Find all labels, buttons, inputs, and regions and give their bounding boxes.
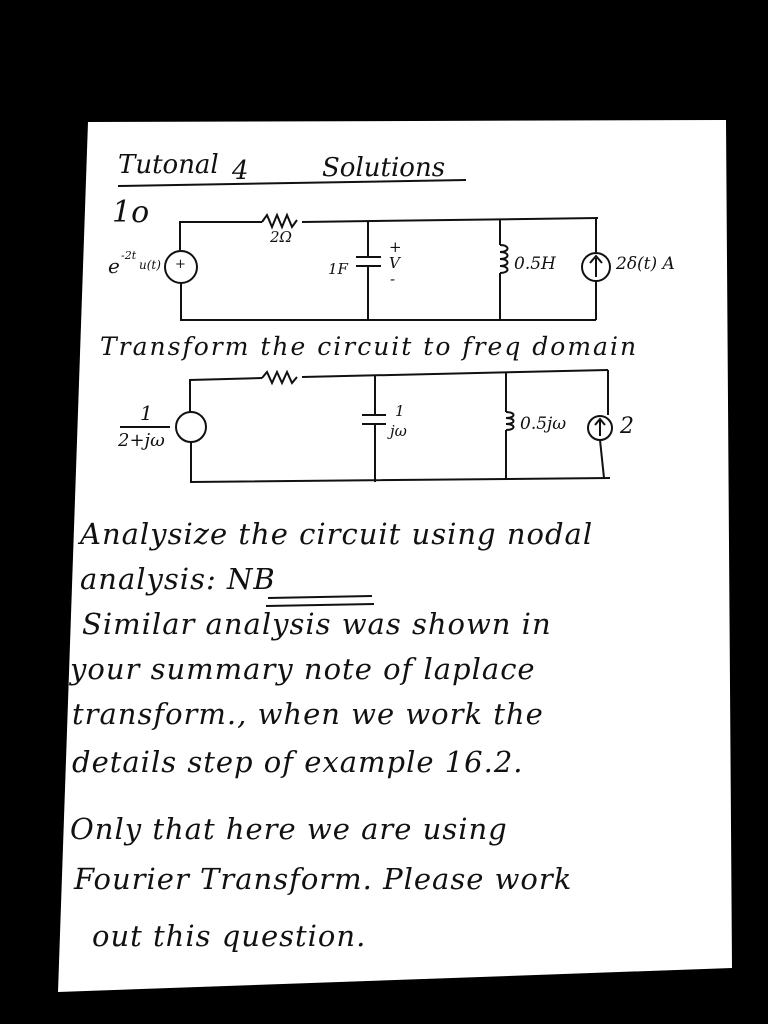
body-line-6: details step of example 16.2. <box>72 745 524 779</box>
body-line-2: analysis: NB <box>80 562 276 596</box>
title-solutions: Solutions <box>322 153 446 183</box>
source2-denominator: 2+jω <box>118 430 165 451</box>
source2-numerator: 1 <box>140 401 153 425</box>
resistor1-label: 2Ω <box>270 228 292 246</box>
inductor2-label: 0.5jω <box>520 414 567 434</box>
body-line-4: your summary note of laplace <box>70 652 536 686</box>
inductor1-label: 0.5H <box>514 254 556 274</box>
current-source-2-arrow <box>594 417 606 436</box>
capacitor2-denominator: jω <box>390 422 407 440</box>
resistor-2-zigzag <box>261 369 298 386</box>
current-source-1-arrow <box>589 254 603 277</box>
nb-underline <box>265 595 375 607</box>
body-line-8: Fourier Transform. Please work <box>74 862 573 896</box>
resistor-1-zigzag <box>261 212 298 230</box>
body-line-3: Similar analysis was shown in <box>82 607 552 641</box>
inductor-2-coil <box>505 411 515 431</box>
title-tutorial: Tutonal <box>118 150 219 180</box>
inductor-1-coil <box>499 244 509 274</box>
body-line-7: Only that here we are using <box>70 812 508 846</box>
circuit-2 <box>175 369 613 484</box>
circuit-1 <box>164 212 611 321</box>
body-line-9: out this question. <box>92 919 367 953</box>
body-line-1: Analysize the circuit using nodal <box>80 517 594 551</box>
voltage-minus: - <box>390 270 396 288</box>
current-source2-label: 2 <box>620 414 634 439</box>
current-source1-label: 2δ(t) A <box>616 254 675 274</box>
source1-label-e: e <box>108 254 120 278</box>
title-number: 4 <box>232 156 249 186</box>
transform-caption: Transform the circuit to freq domain <box>100 332 639 361</box>
capacitor2-numerator: 1 <box>395 402 405 420</box>
capacitor1-label: 1F <box>328 260 348 278</box>
body-line-5: transform., when we work the <box>72 697 544 731</box>
circuit2-top-wire <box>189 377 263 413</box>
source1-label-exponent: -2t <box>121 249 137 262</box>
paper-sheet <box>58 120 732 992</box>
source1-sign: + <box>175 257 186 272</box>
voltage-v: V <box>389 254 400 272</box>
source1-label-step: u(t) <box>139 258 161 272</box>
voltage-plus: + <box>389 238 402 256</box>
title-underline <box>117 179 467 187</box>
circuit1-top-wire <box>179 221 262 250</box>
problem-number: 1o <box>112 195 150 230</box>
source2-fraction-bar <box>120 426 170 428</box>
